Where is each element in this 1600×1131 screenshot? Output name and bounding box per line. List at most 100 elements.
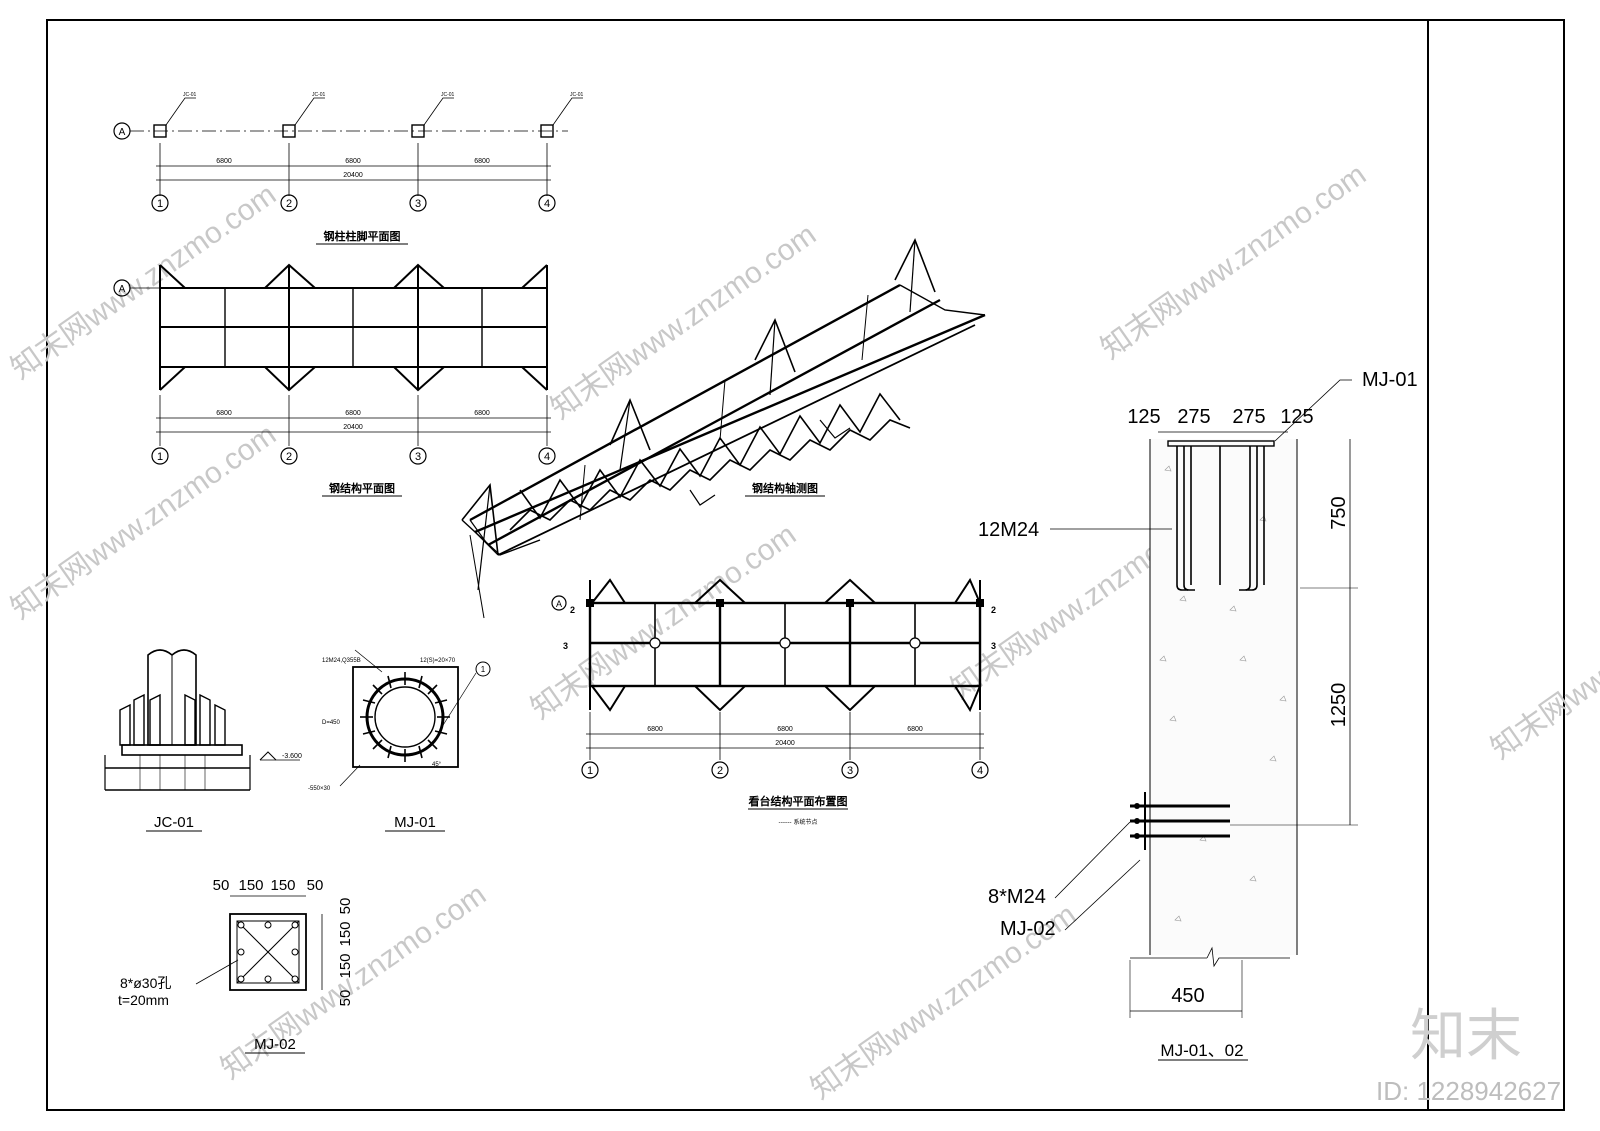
watermark-text: 知末网www.znzmo.com <box>525 518 802 726</box>
column-plan: A JC-01 JC-01 JC-01 JC-01 6800 6800 6800 <box>113 92 584 245</box>
watermark-text: 知末网www.znzmo.com <box>1095 158 1372 366</box>
total-dimension: 20400 <box>343 172 363 179</box>
axis-bubbles: 1 2 3 4 <box>151 194 556 212</box>
span-dimension: 6800 <box>647 726 663 733</box>
dimension-text: 50 <box>307 877 324 894</box>
dimension-text: 275 <box>1232 406 1265 428</box>
structure-plan: A 6800 6800 6800 20400 <box>113 263 556 497</box>
dimension-text: 50 <box>213 877 230 894</box>
axis-bubble-label: A <box>119 284 126 295</box>
tag-label: MJ-01 <box>1362 369 1418 391</box>
span-dimension: 6800 <box>907 726 923 733</box>
dimension-lines: 6800 6800 6800 20400 <box>586 712 984 760</box>
node-markers <box>586 599 984 649</box>
span-dimension: 6800 <box>345 158 361 165</box>
drawing-subtitle: ------ 系统节点 <box>779 818 818 826</box>
detail-note: -550×30 <box>308 786 331 792</box>
dimension-text: 50 <box>337 990 354 1007</box>
span-dimension: 6800 <box>216 410 232 417</box>
dimension-text: 1250 <box>1328 683 1350 728</box>
bolt-label: 8*M24 <box>988 886 1046 908</box>
dimension-text: 275 <box>1177 406 1210 428</box>
dimension-lines: 6800 6800 6800 20400 <box>156 143 551 196</box>
row-mark: 3 <box>991 641 996 651</box>
anchor-label: 12M24 <box>978 519 1039 541</box>
brand-logo-text: 知末 <box>1410 1004 1522 1069</box>
total-dimension: 20400 <box>775 740 795 747</box>
watermark-text: 知末网www.znzmo.com <box>1485 558 1600 766</box>
detail-note: D=450 <box>322 720 341 726</box>
tag-label: MJ-02 <box>1000 918 1056 940</box>
dimension-text: 750 <box>1328 496 1350 529</box>
axis-bubble-label: 4 <box>544 198 550 210</box>
watermarks: 知末网www.znzmo.com 知末网www.znzmo.com 知末网www… <box>5 158 1600 1106</box>
foundation-section: 125 275 275 125 MJ-01 750 1250 12M24 8*M… <box>978 369 1418 1061</box>
detail-note: 12M24,Q355B <box>322 658 361 664</box>
dimension-text: 450 <box>1171 985 1204 1007</box>
dimension-text: 150 <box>238 877 263 894</box>
total-dimension: 20400 <box>343 424 363 431</box>
callout-label: 1 <box>481 665 486 674</box>
drawing-title: 钢柱柱脚平面图 <box>324 229 401 243</box>
axis-bubble-label: 4 <box>977 765 983 777</box>
dimension-text: 125 <box>1280 406 1313 428</box>
dimension-lines: 6800 6800 6800 20400 <box>156 395 551 446</box>
row-mark: 2 <box>570 605 575 615</box>
embedded-bolts <box>1130 804 1230 838</box>
image-id: ID: 1228942627 <box>1376 1076 1561 1106</box>
dimension-text: 150 <box>270 877 295 894</box>
axis-bubble-label: 1 <box>587 765 593 777</box>
axonometric-view: 钢结构轴测图 <box>461 238 986 619</box>
axis-bubbles: 1 2 3 4 <box>581 761 989 779</box>
mj01-plan-detail: 12M24,Q355B 12(S)=20×70 D=450 -550×30 45… <box>308 649 491 832</box>
mj02-detail: 50 150 150 50 50 150 150 50 8*ø30孔 t=20m… <box>118 877 354 1054</box>
span-dimension: 6800 <box>474 158 490 165</box>
axis-bubble-label: 2 <box>717 765 723 777</box>
detail-note: 12(S)=20×70 <box>420 658 456 664</box>
column-tag: JC-01 <box>441 92 455 98</box>
detail-label: MJ-01、02 <box>1160 1041 1243 1060</box>
column-tag: JC-01 <box>183 92 197 98</box>
dimension-text: 125 <box>1127 406 1160 428</box>
span-dimension: 6800 <box>345 410 361 417</box>
row-mark: 2 <box>991 605 996 615</box>
axis-bubble-label: 2 <box>286 451 292 463</box>
dimension-text: 50 <box>337 898 354 915</box>
row-mark: 3 <box>563 641 568 651</box>
column-tag: JC-01 <box>570 92 584 98</box>
hole-note: 8*ø30孔 <box>120 975 171 991</box>
axis-bubble-label: 3 <box>415 451 421 463</box>
axis-bubble-label: 2 <box>286 198 292 210</box>
axis-bubble-label: 1 <box>157 451 163 463</box>
axis-bubbles: 1 2 3 4 <box>151 447 556 465</box>
sheet-border <box>46 19 1565 1111</box>
detail-label: JC-01 <box>154 814 194 831</box>
watermark-text: 知末网www.znzmo.com <box>545 218 822 426</box>
brand-watermark: 知末 ID: 1228942627 <box>1376 1004 1561 1106</box>
detail-label: MJ-02 <box>254 1036 296 1053</box>
dimension-text: 150 <box>337 921 354 946</box>
span-dimension: 6800 <box>216 158 232 165</box>
column-markers: JC-01 JC-01 JC-01 JC-01 <box>153 92 584 138</box>
axis-bubble-label: A <box>119 127 126 138</box>
concrete-hatch <box>1159 465 1287 922</box>
detail-label: MJ-01 <box>394 814 436 831</box>
stiffeners <box>360 672 450 762</box>
span-dimension: 6800 <box>474 410 490 417</box>
layout-plan: A 2 3 2 3 <box>551 577 996 826</box>
axis-bubble-label: 1 <box>157 198 163 210</box>
thickness-note: t=20mm <box>118 992 169 1008</box>
axis-bubble-label: 4 <box>544 451 550 463</box>
drawing-title: 钢结构平面图 <box>329 481 395 495</box>
span-dimension: 6800 <box>777 726 793 733</box>
jc01-detail: -3.600 JC-01 <box>104 649 302 832</box>
axis-bubble-label: 3 <box>847 765 853 777</box>
level-mark: -3.600 <box>282 753 302 760</box>
anchor-bolts <box>1176 446 1265 591</box>
drawing-title: 钢结构轴测图 <box>752 481 818 495</box>
bolt-holes <box>237 921 299 983</box>
detail-note: 45° <box>432 762 442 768</box>
column-tag: JC-01 <box>312 92 326 98</box>
axis-bubble-label: 3 <box>415 198 421 210</box>
